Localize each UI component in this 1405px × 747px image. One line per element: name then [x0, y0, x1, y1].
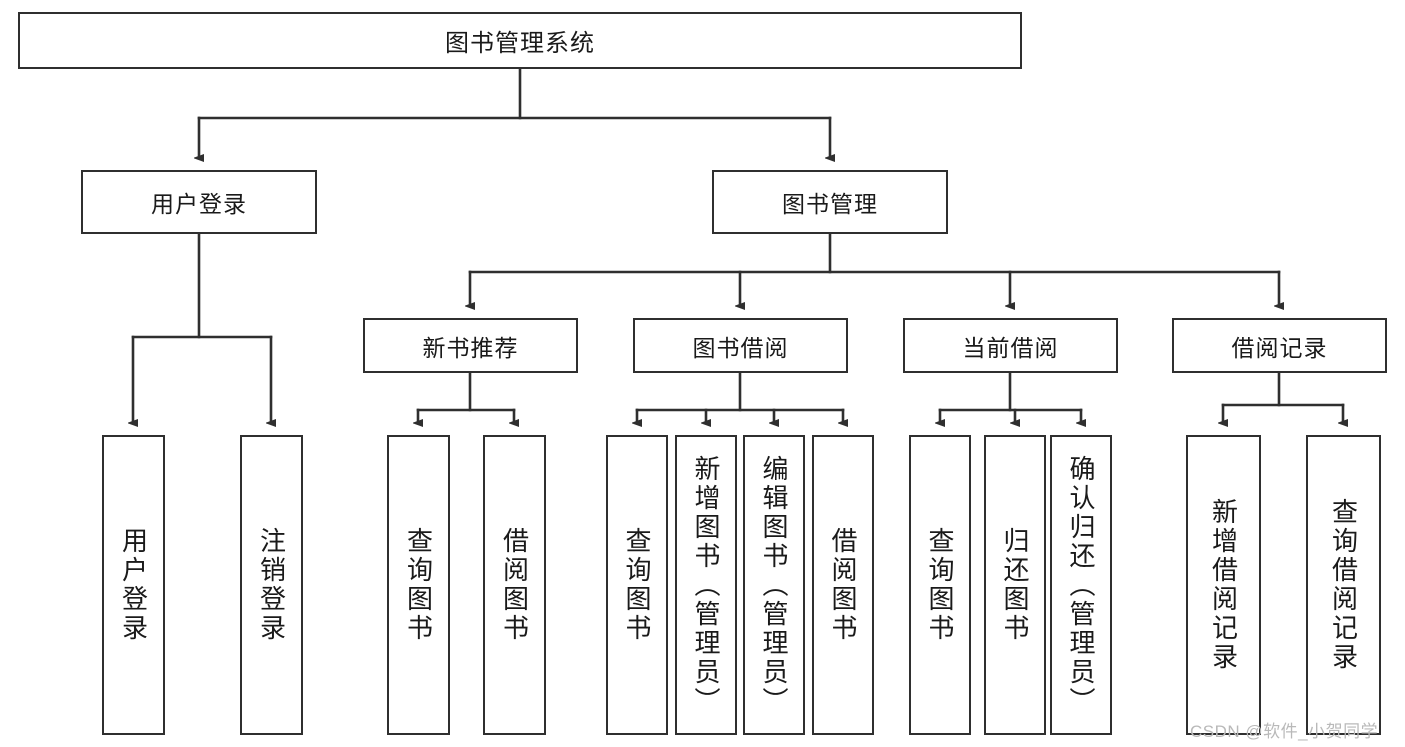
node-leaf-add-book-admin[interactable]: 新增图书（管理员）: [675, 435, 737, 735]
node-leaf-add-borrow-record[interactable]: 新增借阅记录: [1186, 435, 1261, 735]
node-leaf-confirm-return-admin-label: 确认归还（管理员）: [1066, 454, 1097, 716]
node-leaf-query-book-3[interactable]: 查询图书: [909, 435, 971, 735]
node-leaf-confirm-return-admin[interactable]: 确认归还（管理员）: [1050, 435, 1112, 735]
node-book-manage[interactable]: 图书管理: [712, 170, 948, 234]
node-leaf-query-borrow-record-label: 查询借阅记录: [1328, 498, 1359, 672]
node-new-book-recommend[interactable]: 新书推荐: [363, 318, 578, 373]
node-leaf-borrow-book-2-label: 借阅图书: [828, 527, 859, 643]
node-leaf-borrow-book-1[interactable]: 借阅图书: [483, 435, 546, 735]
node-user-login-label: 用户登录: [151, 191, 247, 217]
node-book-borrow-label: 图书借阅: [692, 334, 789, 361]
node-current-borrow[interactable]: 当前借阅: [903, 318, 1118, 373]
node-leaf-edit-book-admin-label: 编辑图书（管理员）: [759, 454, 790, 716]
node-leaf-query-book-1-label: 查询图书: [403, 527, 434, 643]
node-leaf-query-book-2-label: 查询图书: [622, 527, 653, 643]
node-leaf-user-login-label: 用户登录: [118, 527, 149, 643]
node-leaf-borrow-book-2[interactable]: 借阅图书: [812, 435, 874, 735]
node-leaf-add-borrow-record-label: 新增借阅记录: [1208, 498, 1239, 672]
node-leaf-borrow-book-1-label: 借阅图书: [499, 527, 530, 643]
node-leaf-user-login[interactable]: 用户登录: [102, 435, 165, 735]
node-book-manage-label: 图书管理: [782, 191, 878, 217]
node-root[interactable]: 图书管理系统: [18, 12, 1022, 69]
node-new-book-recommend-label: 新书推荐: [422, 334, 519, 361]
node-book-borrow[interactable]: 图书借阅: [633, 318, 848, 373]
node-leaf-query-book-1[interactable]: 查询图书: [387, 435, 450, 735]
node-leaf-edit-book-admin[interactable]: 编辑图书（管理员）: [743, 435, 805, 735]
node-borrow-record-label: 借阅记录: [1231, 334, 1328, 361]
node-leaf-query-book-3-label: 查询图书: [925, 527, 956, 643]
node-leaf-return-book-label: 归还图书: [1000, 527, 1031, 643]
node-leaf-logout-label: 注销登录: [256, 527, 287, 643]
csdn-watermark: CSDN @软件_小贺同学: [1190, 722, 1379, 741]
node-borrow-record[interactable]: 借阅记录: [1172, 318, 1387, 373]
node-leaf-add-book-admin-label: 新增图书（管理员）: [691, 454, 722, 716]
node-user-login[interactable]: 用户登录: [81, 170, 317, 234]
node-current-borrow-label: 当前借阅: [962, 334, 1059, 361]
node-leaf-logout[interactable]: 注销登录: [240, 435, 303, 735]
node-leaf-return-book[interactable]: 归还图书: [984, 435, 1046, 735]
node-leaf-query-book-2[interactable]: 查询图书: [606, 435, 668, 735]
node-leaf-query-borrow-record[interactable]: 查询借阅记录: [1306, 435, 1381, 735]
node-root-label: 图书管理系统: [445, 30, 595, 57]
